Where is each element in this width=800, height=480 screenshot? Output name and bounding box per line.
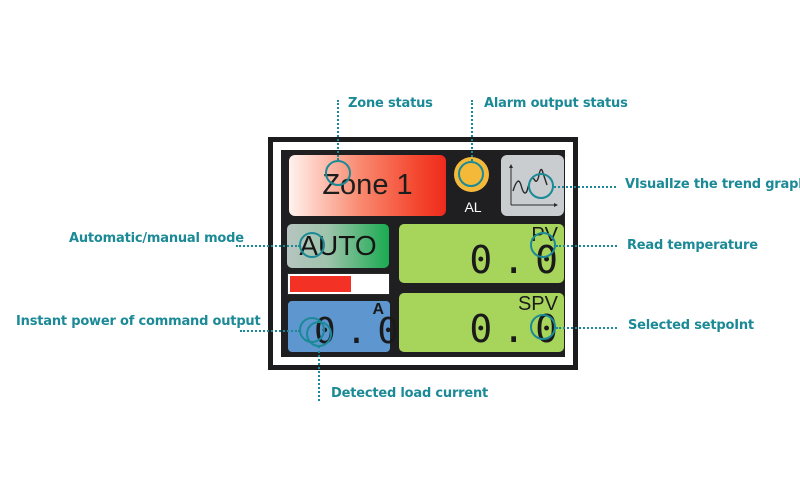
callout-selected-setpoint: Selected setpoInt <box>628 318 754 333</box>
auto-mode-leader <box>236 245 300 247</box>
callout-alarm-output-status: Alarm output status <box>484 96 628 111</box>
zone-status-marker <box>325 160 351 186</box>
trend-graph-leader <box>554 186 616 188</box>
callout-auto-manual-mode: Automatic/manual mode <box>69 231 244 246</box>
spv-leader <box>556 327 617 329</box>
callout-detected-load-current: Detected load current <box>331 386 489 401</box>
alarm-status-leader <box>471 100 473 161</box>
alarm-status-marker <box>458 161 484 187</box>
zone-status-button[interactable]: Zone 1 <box>289 155 446 216</box>
zone-status-leader <box>337 100 339 160</box>
load-current-leader <box>318 346 320 401</box>
pv-leader <box>556 245 617 247</box>
callout-visualize-trend: VIsualIze the trend graph <box>625 177 800 192</box>
power-output-bar <box>287 273 390 295</box>
load-current-marker <box>306 321 332 347</box>
auto-mode-marker <box>299 232 325 258</box>
callout-read-temperature: Read temperature <box>627 238 758 253</box>
spv-marker <box>530 314 556 340</box>
alarm-label: AL <box>464 199 482 215</box>
trend-graph-marker <box>528 173 554 199</box>
spv-label: SPV <box>517 293 558 315</box>
callout-zone-status: Zone status <box>348 96 433 111</box>
pv-marker <box>530 232 556 258</box>
power-output-fill <box>290 276 352 292</box>
callout-instant-power: Instant power of command output <box>16 314 261 329</box>
power-leader <box>240 330 300 332</box>
current-unit: A <box>372 301 384 318</box>
